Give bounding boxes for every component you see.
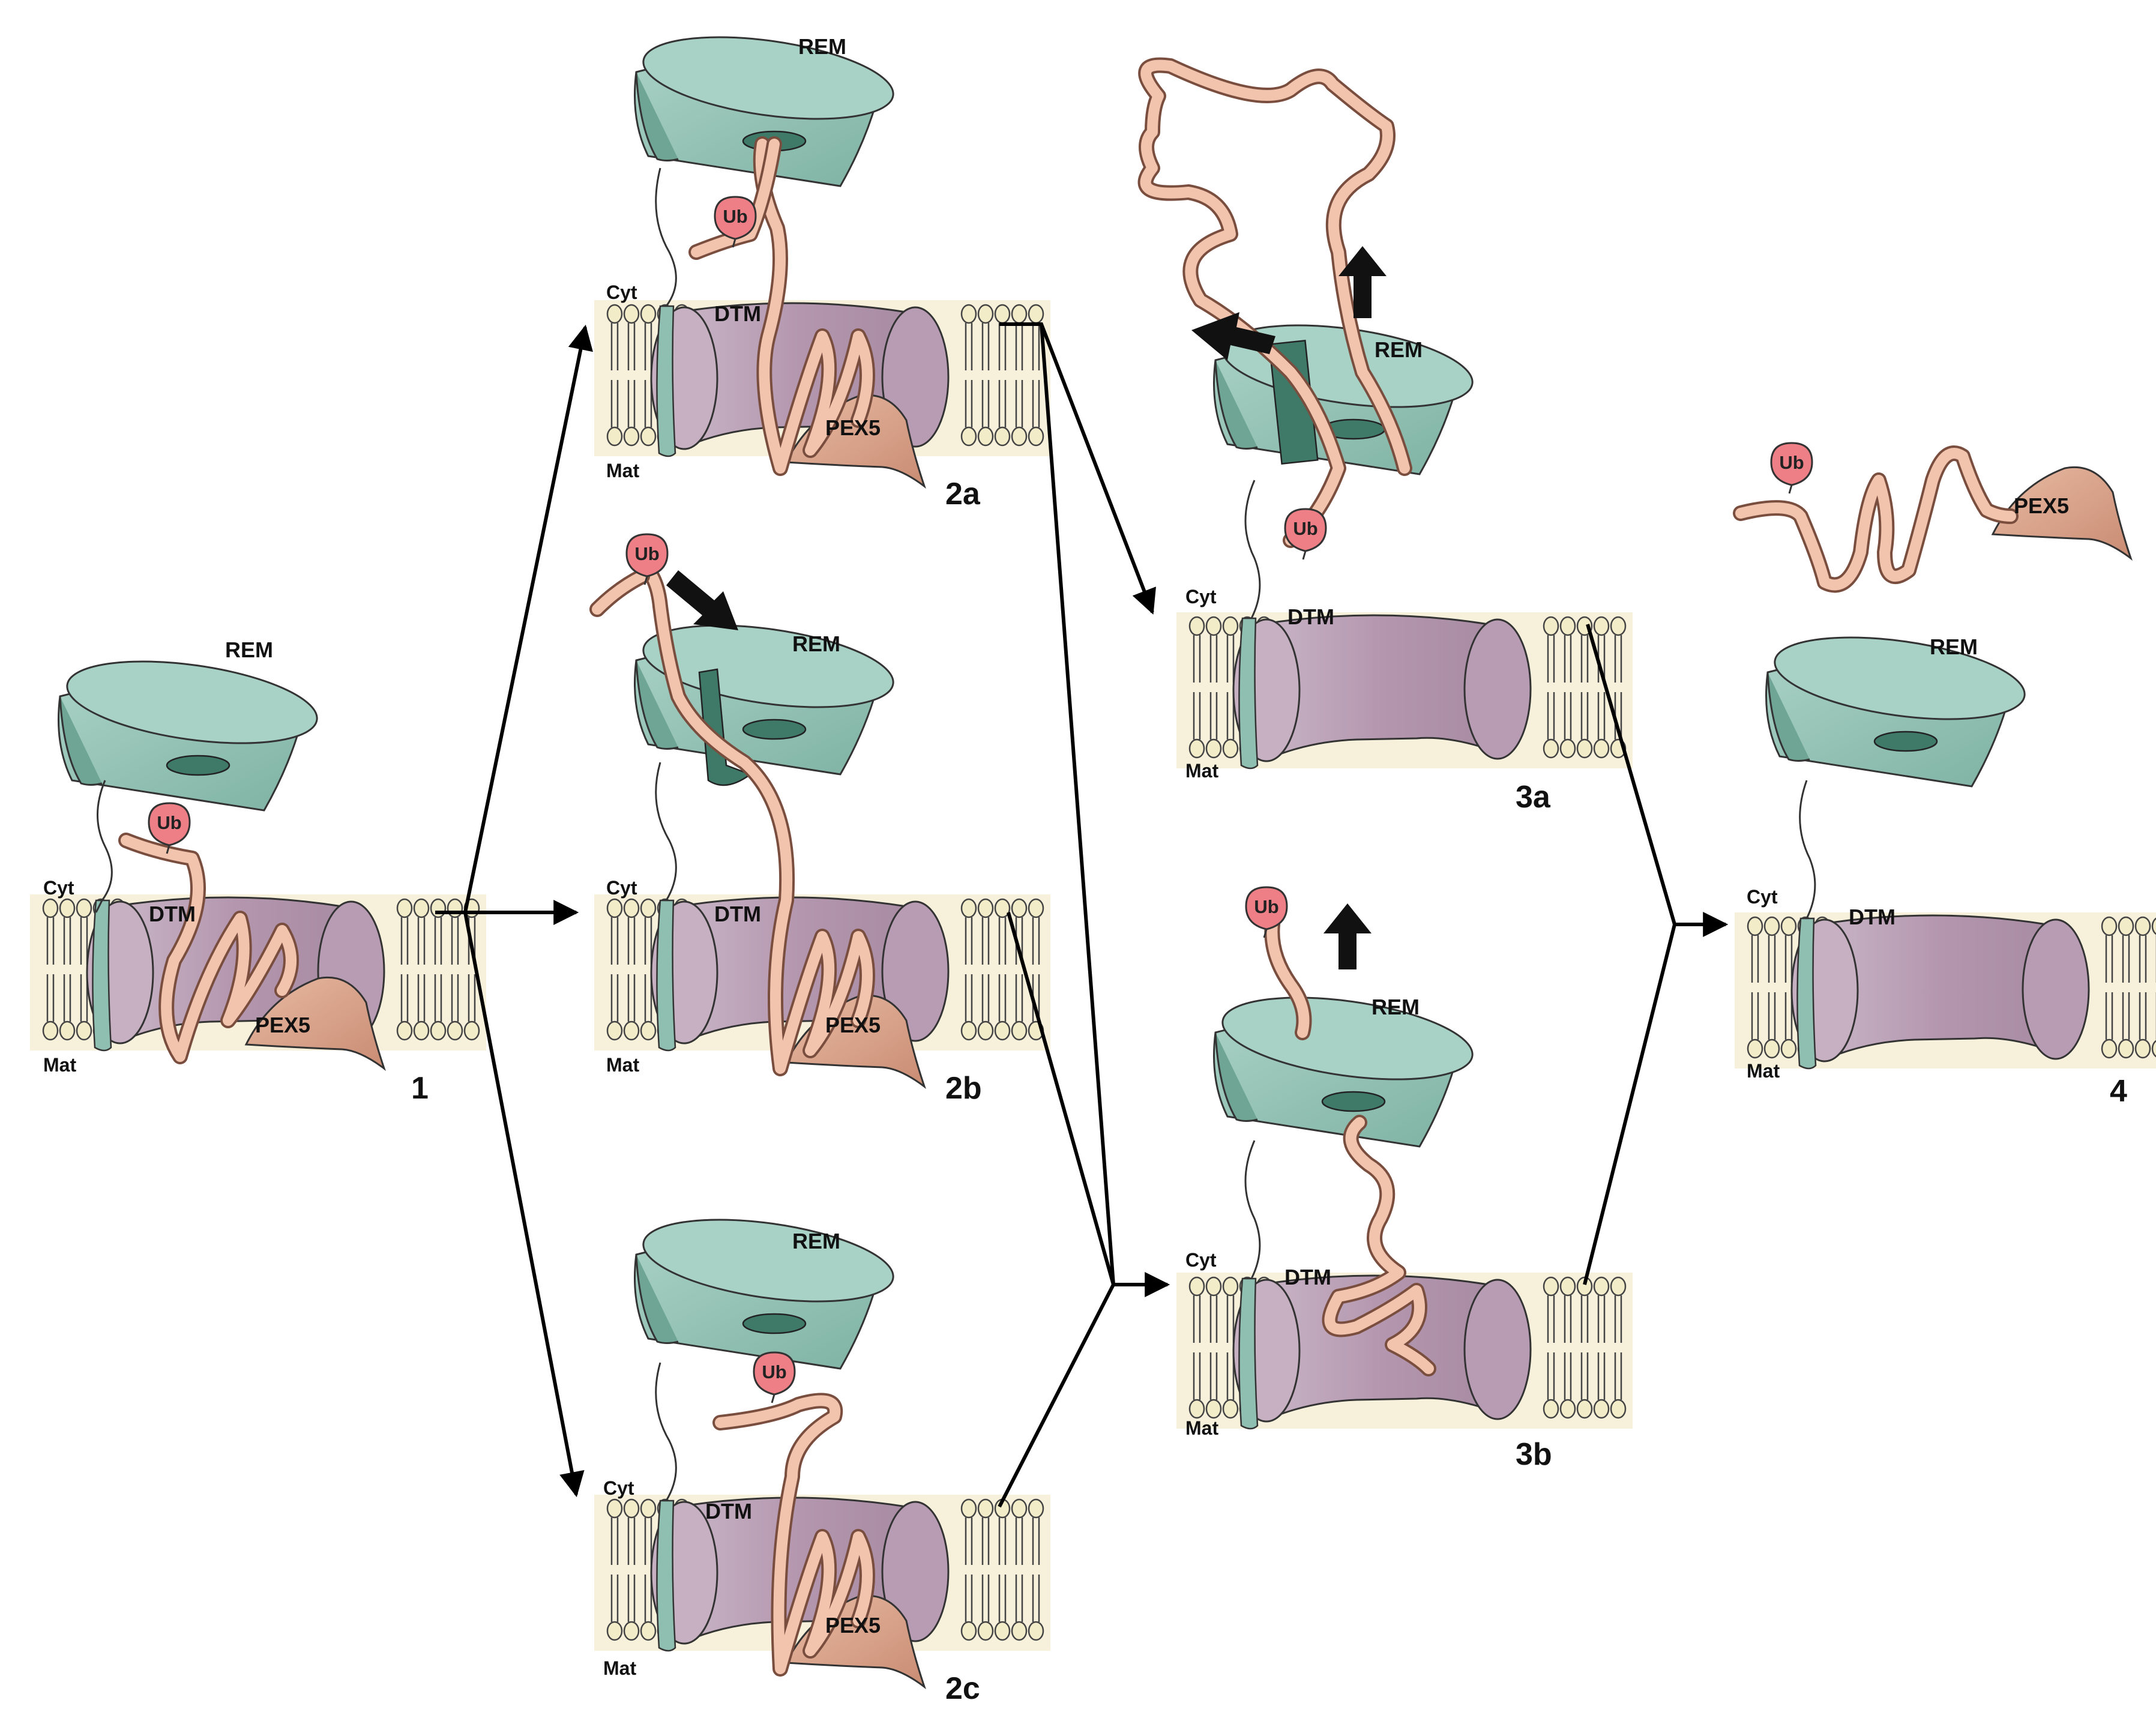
dtm-label: DTM [149, 902, 196, 926]
pex5-label: PEX5 [2014, 493, 2069, 518]
ub-label: Ub [1293, 518, 1317, 539]
rem-label: REM [792, 1229, 840, 1253]
ub-label: Ub [723, 206, 747, 227]
arrow-1-to-2c [463, 912, 585, 1498]
mat-label: Mat [606, 1054, 639, 1076]
pex5-label: PEX5 [825, 415, 881, 440]
pex5-label: PEX5 [255, 1013, 310, 1037]
mat-label: Mat [606, 460, 639, 481]
arrow-2c-to-3b [998, 1283, 1115, 1508]
panel-number-2b: 2b [945, 1071, 982, 1106]
arrow-2b-to-3b [1007, 912, 1115, 1285]
panel-2a: Ub REM DTM PEX5 Cyt Mat 2a [594, 22, 1050, 511]
pex5-label: PEX5 [825, 1013, 881, 1037]
cyt-label: Cyt [1747, 886, 1778, 908]
dtm-label: DTM [1284, 1265, 1331, 1289]
rem-label: REM [1372, 995, 1420, 1019]
cyt-label: Cyt [606, 282, 637, 303]
dtm-label: DTM [714, 301, 761, 326]
mat-label: Mat [1185, 760, 1218, 782]
rem-label: REM [225, 637, 273, 662]
panel-3a: Ub REM DTM Cyt Mat 3a [1137, 57, 1633, 815]
arrow-left-icon [1191, 312, 1275, 360]
ub-label: Ub [762, 1361, 786, 1382]
panel-1: Ub REM DTM PEX5 Cyt Mat 1 [30, 637, 486, 1106]
ub-label: Ub [1779, 452, 1804, 473]
panel-3b: Ub REM DTM Cyt Mat 3b [1176, 886, 1633, 1472]
rem-label: REM [792, 631, 840, 656]
cyt-label: Cyt [1185, 1249, 1217, 1271]
cyt-label: Cyt [1185, 586, 1217, 607]
cyt-label: Cyt [43, 877, 74, 899]
mat-label: Mat [43, 1054, 76, 1076]
rem-label: REM [1930, 634, 1978, 659]
cyt-label: Cyt [603, 1477, 634, 1499]
dtm-label: DTM [1849, 905, 1896, 929]
panel-number-4: 4 [2110, 1074, 2127, 1109]
mat-label: Mat [1747, 1060, 1780, 1082]
arrow-3b-to-4 [1583, 924, 1676, 1285]
panel-number-1: 1 [411, 1071, 429, 1106]
panel-number-3b: 3b [1516, 1437, 1552, 1472]
dtm-label: DTM [705, 1499, 752, 1524]
mat-label: Mat [1185, 1417, 1218, 1439]
cyt-label: Cyt [606, 877, 637, 899]
panel-2c: Ub REM DTM PEX5 Cyt Mat 2c [594, 1205, 1050, 1706]
flow-arrows [435, 322, 1729, 1508]
dtm-label: DTM [714, 902, 761, 926]
pex5-label: PEX5 [825, 1613, 881, 1638]
rem-label: REM [798, 34, 846, 59]
arrow-2a-to-3b [1040, 324, 1115, 1285]
rem-label: REM [1375, 337, 1423, 362]
ub-label: Ub [634, 543, 659, 564]
panel-number-2c: 2c [945, 1671, 980, 1706]
ub-label: Ub [1254, 896, 1278, 917]
panel-4: Ub PEX5 REM DTM Cyt Mat 4 [1733, 442, 2156, 1109]
arrow-up-icon [1338, 246, 1387, 318]
arrow-up-icon [1323, 903, 1372, 969]
ub-label: Ub [157, 812, 181, 833]
panel-number-3a: 3a [1516, 780, 1551, 815]
panel-2b: Ub REM DTM PEX5 Cyt Mat 2b [589, 533, 1050, 1106]
panel-number-2a: 2a [945, 477, 981, 511]
arrow-icon [666, 570, 738, 630]
arrow-3a-to-4 [1586, 624, 1676, 925]
arrow-1-to-2a [435, 324, 593, 914]
mat-label: Mat [603, 1657, 636, 1679]
dtm-label: DTM [1287, 604, 1334, 629]
